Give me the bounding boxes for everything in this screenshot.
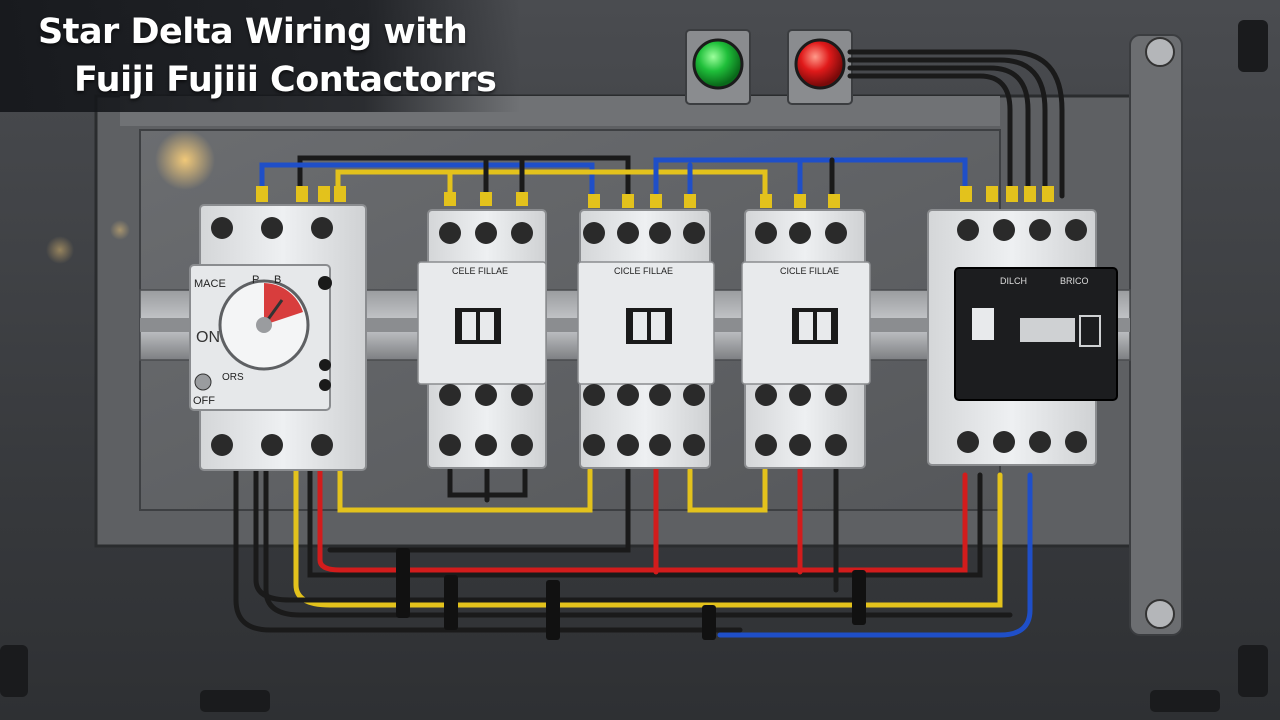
top-wiring xyxy=(259,49,1065,201)
spark-effect xyxy=(46,130,215,264)
delta-contactor-device: CICLE FILLAE xyxy=(577,209,715,469)
corner-mount-bottom-left xyxy=(0,645,28,697)
overload-label-left: DILCH xyxy=(1000,276,1027,286)
top-ferrules xyxy=(256,186,1054,208)
timer-label-off: OFF xyxy=(193,395,215,407)
main-contactor-device: CELE FILLAE xyxy=(417,209,547,469)
title-line-1: Star Delta Wiring with xyxy=(38,12,468,52)
cable-ties xyxy=(396,548,866,640)
timer-dial-red-sector xyxy=(264,283,303,325)
timer-relay-device: MACE P B ON ORS OFF xyxy=(189,204,367,471)
star-contactor-label: CICLE FILLAE xyxy=(780,266,839,276)
star-contactor-device: CICLE FILLAE xyxy=(741,209,871,469)
timer-knob xyxy=(194,373,212,391)
corner-mount-top-right xyxy=(1238,20,1268,72)
red-pilot-lamp xyxy=(794,38,846,90)
timer-label-on: ON xyxy=(196,329,220,346)
overload-label-right: BRICO xyxy=(1060,276,1089,286)
bracket-screw-top xyxy=(1145,37,1175,67)
bottom-clip-left xyxy=(200,690,270,712)
title-line-2: Fuiji Fujiii Contactorrs xyxy=(74,60,497,100)
overload-relay-device: DILCH BRICO xyxy=(927,209,1118,466)
timer-label-mace: MACE xyxy=(194,278,226,290)
bracket-screw-bottom xyxy=(1145,599,1175,629)
timer-label-ors: ORS xyxy=(222,372,244,383)
timer-label-b: B xyxy=(274,274,281,286)
main-contactor-label: CELE FILLAE xyxy=(452,266,508,276)
right-mounting-bracket xyxy=(1129,34,1183,636)
green-pilot-lamp xyxy=(692,38,744,90)
timer-label-p: P xyxy=(252,274,259,286)
delta-contactor-label: CICLE FILLAE xyxy=(614,266,673,276)
title-overlay: Star Delta Wiring with Fuiji Fujiii Cont… xyxy=(0,0,520,112)
bottom-clip-right xyxy=(1150,690,1220,712)
bottom-wiring xyxy=(233,467,1033,638)
corner-mount-bottom-right xyxy=(1238,645,1268,697)
